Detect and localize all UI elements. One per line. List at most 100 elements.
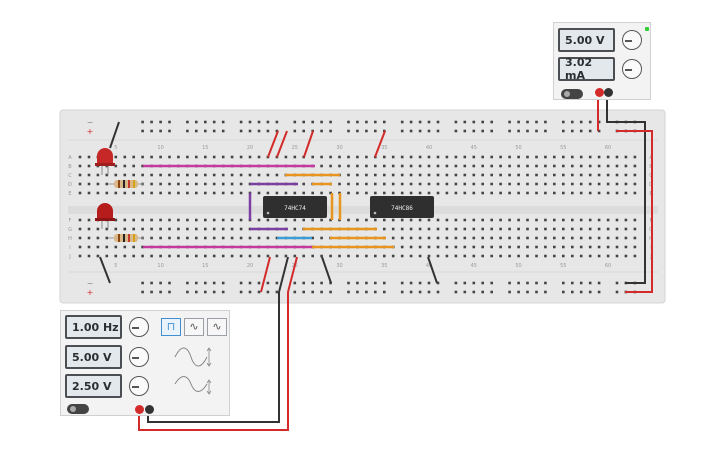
breadboard-hole[interactable] (517, 173, 520, 177)
breadboard-hole[interactable] (204, 155, 207, 159)
breadboard-hole[interactable] (481, 191, 484, 195)
breadboard-hole[interactable] (141, 191, 144, 195)
breadboard-hole[interactable] (383, 173, 386, 177)
breadboard-hole[interactable] (150, 290, 153, 294)
breadboard-hole[interactable] (212, 155, 216, 159)
breadboard-hole[interactable] (535, 164, 538, 168)
breadboard-hole[interactable] (562, 164, 565, 168)
amplitude-knob[interactable] (129, 347, 149, 367)
breadboard-hole[interactable] (150, 129, 153, 133)
breadboard-hole[interactable] (221, 120, 225, 124)
breadboard-hole[interactable] (221, 173, 225, 177)
breadboard-hole[interactable] (571, 245, 574, 249)
breadboard-hole[interactable] (177, 173, 180, 177)
breadboard-hole[interactable] (490, 245, 493, 249)
breadboard-hole[interactable] (132, 245, 135, 249)
breadboard-hole[interactable] (248, 155, 252, 159)
breadboard-hole[interactable] (508, 254, 511, 258)
positive-terminal[interactable] (595, 88, 604, 97)
breadboard-hole[interactable] (159, 120, 162, 124)
breadboard-hole[interactable] (150, 281, 153, 285)
breadboard-hole[interactable] (535, 155, 538, 159)
breadboard-hole[interactable] (597, 191, 601, 195)
breadboard-hole[interactable] (383, 164, 386, 168)
breadboard-hole[interactable] (320, 218, 323, 222)
breadboard-hole[interactable] (177, 236, 180, 240)
breadboard-hole[interactable] (597, 236, 601, 240)
breadboard-hole[interactable] (400, 254, 404, 258)
breadboard-hole[interactable] (105, 236, 109, 240)
breadboard-hole[interactable] (535, 281, 538, 285)
breadboard-hole[interactable] (400, 218, 404, 222)
breadboard-hole[interactable] (212, 129, 216, 133)
breadboard-hole[interactable] (177, 182, 180, 186)
breadboard-hole[interactable] (212, 227, 216, 231)
breadboard-hole[interactable] (508, 227, 511, 231)
breadboard-hole[interactable] (463, 254, 467, 258)
breadboard-hole[interactable] (633, 254, 637, 258)
breadboard-hole[interactable] (409, 164, 413, 168)
breadboard-hole[interactable] (517, 129, 520, 133)
breadboard-hole[interactable] (78, 182, 82, 186)
breadboard-hole[interactable] (186, 120, 189, 124)
breadboard-hole[interactable] (78, 254, 82, 258)
breadboard-hole[interactable] (391, 164, 395, 168)
breadboard-hole[interactable] (517, 120, 520, 124)
breadboard-hole[interactable] (195, 281, 198, 285)
breadboard-hole[interactable] (221, 191, 225, 195)
breadboard-hole[interactable] (374, 182, 377, 186)
breadboard-hole[interactable] (633, 236, 637, 240)
breadboard-hole[interactable] (320, 236, 323, 240)
breadboard-hole[interactable] (588, 164, 592, 168)
breadboard-hole[interactable] (588, 290, 592, 294)
breadboard-hole[interactable] (436, 129, 440, 133)
breadboard-hole[interactable] (606, 182, 610, 186)
breadboard-hole[interactable] (633, 164, 637, 168)
breadboard-hole[interactable] (418, 281, 422, 285)
breadboard-hole[interactable] (454, 245, 458, 249)
jumper-wires[interactable] (99, 121, 438, 293)
breadboard-hole[interactable] (356, 164, 359, 168)
breadboard-hole[interactable] (418, 227, 422, 231)
breadboard-hole[interactable] (195, 182, 198, 186)
breadboard-hole[interactable] (535, 218, 538, 222)
breadboard-hole[interactable] (624, 191, 628, 195)
breadboard-hole[interactable] (427, 254, 431, 258)
breadboard-hole[interactable] (463, 227, 467, 231)
breadboard-hole[interactable] (284, 254, 288, 258)
breadboard-hole[interactable] (168, 191, 171, 195)
breadboard-hole[interactable] (266, 191, 270, 195)
breadboard-hole[interactable] (633, 155, 637, 159)
breadboard-hole[interactable] (508, 129, 511, 133)
breadboard-hole[interactable] (114, 227, 118, 231)
breadboard-hole[interactable] (168, 254, 171, 258)
breadboard-hole[interactable] (365, 173, 368, 177)
breadboard-hole[interactable] (168, 129, 171, 133)
breadboard-hole[interactable] (606, 254, 610, 258)
breadboard-hole[interactable] (517, 290, 520, 294)
breadboard-hole[interactable] (481, 155, 484, 159)
breadboard-hole[interactable] (383, 182, 386, 186)
breadboard-hole[interactable] (105, 245, 109, 249)
breadboard-hole[interactable] (606, 218, 610, 222)
breadboard-hole[interactable] (481, 254, 484, 258)
breadboard-hole[interactable] (544, 218, 547, 222)
breadboard-hole[interactable] (463, 236, 467, 240)
led-red-2[interactable] (95, 203, 115, 229)
breadboard-hole[interactable] (544, 227, 547, 231)
breadboard-hole[interactable] (257, 290, 261, 294)
breadboard-hole[interactable] (588, 120, 592, 124)
breadboard-hole[interactable] (562, 254, 565, 258)
breadboard-hole[interactable] (248, 120, 252, 124)
breadboard-hole[interactable] (445, 254, 449, 258)
breadboard-hole[interactable] (212, 182, 216, 186)
breadboard-hole[interactable] (615, 236, 619, 240)
breadboard-hole[interactable] (123, 254, 127, 258)
breadboard-hole[interactable] (508, 245, 511, 249)
breadboard-hole[interactable] (302, 182, 305, 186)
breadboard-hole[interactable] (302, 155, 305, 159)
breadboard-hole[interactable] (96, 245, 100, 249)
breadboard-hole[interactable] (526, 164, 529, 168)
breadboard-hole[interactable] (195, 191, 198, 195)
breadboard-hole[interactable] (445, 182, 449, 186)
